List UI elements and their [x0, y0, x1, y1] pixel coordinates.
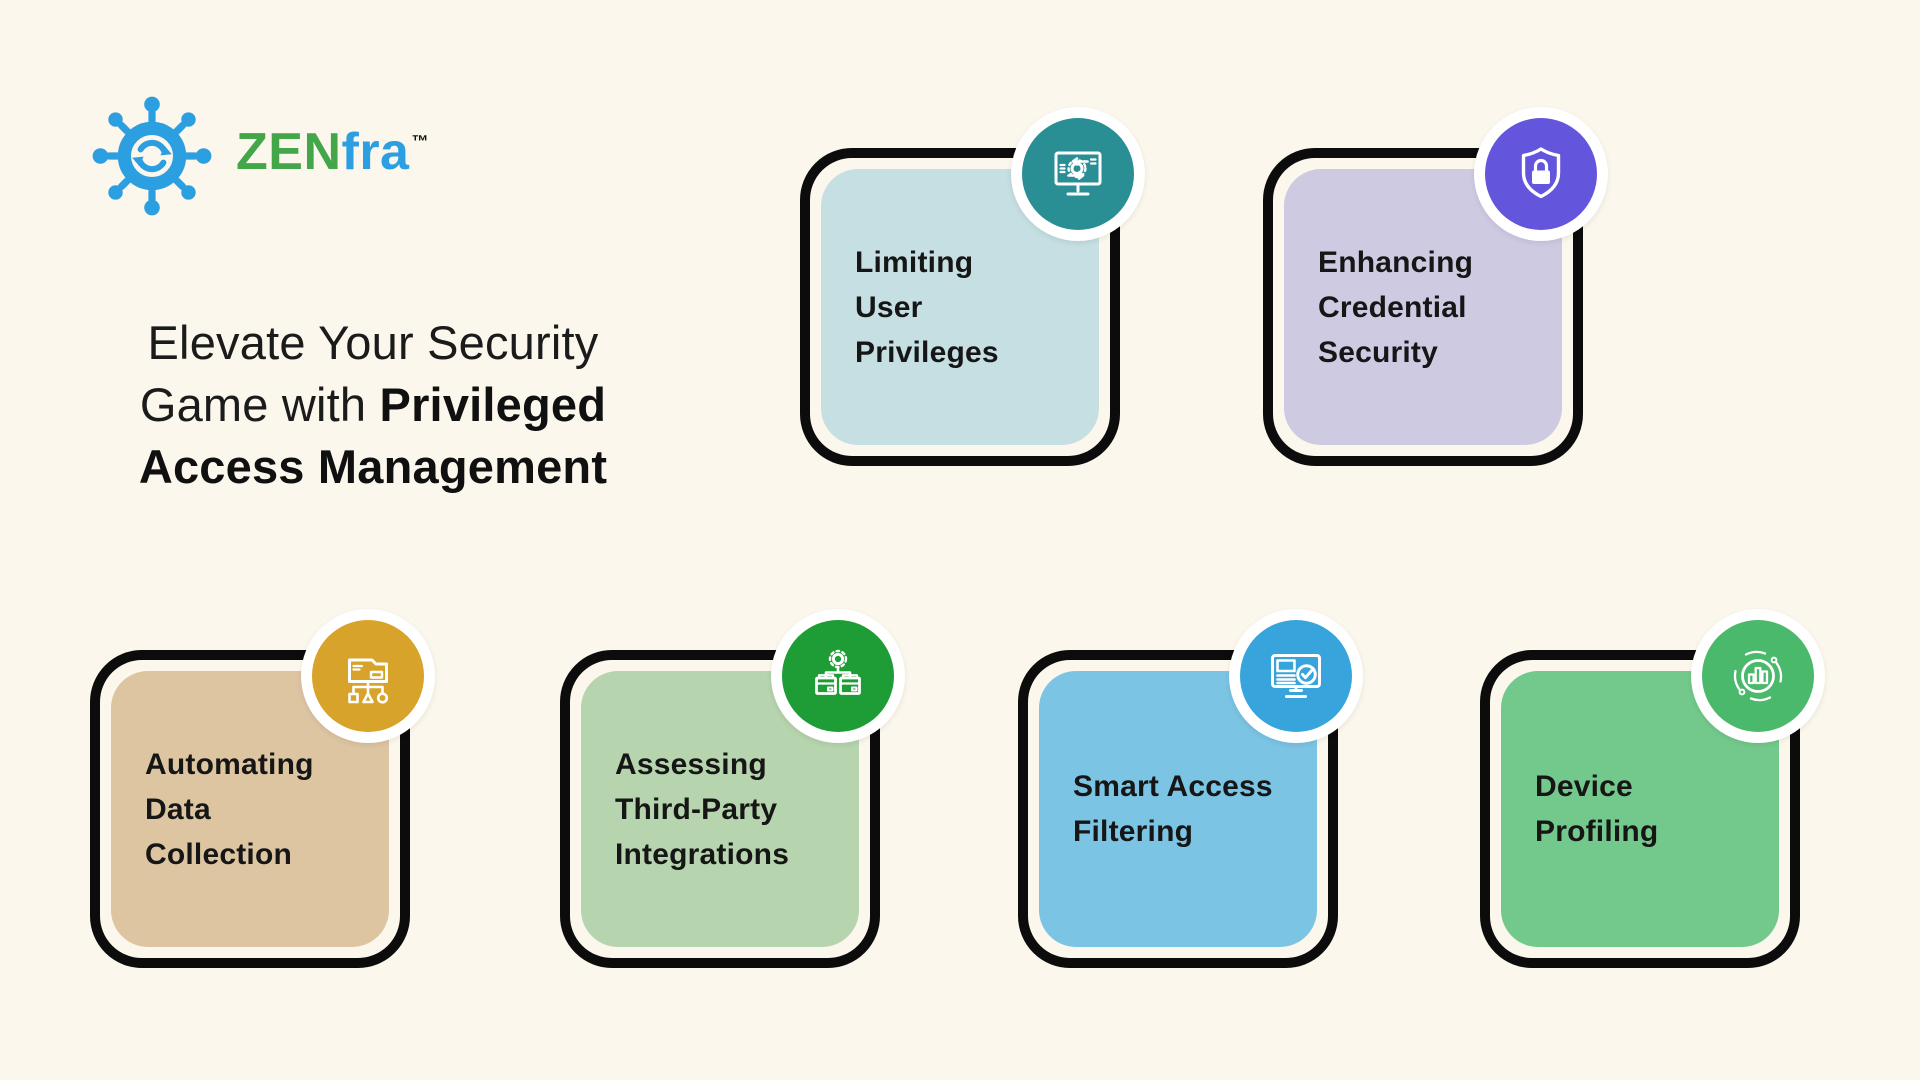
card-icon-badge: [301, 609, 435, 743]
gear-packages-icon: [815, 649, 861, 695]
zenfra-hub-icon: [92, 96, 212, 216]
trademark-symbol: ™: [411, 132, 429, 151]
card-device-profiling: Device Profiling: [1480, 609, 1825, 968]
card-icon-badge: [1691, 609, 1825, 743]
card-assessing-third-party-integrations: Assessing Third-Party Integrations: [560, 609, 905, 968]
page-title: Elevate Your Security Game with Privileg…: [28, 250, 718, 498]
card-title: Automating Data Collection: [145, 747, 314, 871]
card-title: Assessing Third-Party Integrations: [615, 747, 790, 871]
card-icon-badge: [771, 609, 905, 743]
card-automating-data-collection: Automating Data Collection: [90, 609, 435, 968]
shield-lock-icon: [1521, 147, 1561, 199]
card-title: Smart Access Filtering: [1073, 770, 1273, 848]
card-enhancing-credential-security: Enhancing Credential Security: [1263, 107, 1608, 466]
card-icon-circle: [1702, 620, 1814, 732]
headline-regular-text: Elevate Your Security Game with: [139, 316, 599, 431]
card-title: Enhancing Credential Security: [1318, 245, 1474, 369]
card-icon-circle: [1240, 620, 1352, 732]
card-title: Limiting User Privileges: [855, 245, 999, 369]
logo-fra-text: fra: [341, 123, 410, 181]
card-icon-circle: [1485, 118, 1597, 230]
card-icon-badge: [1011, 107, 1145, 241]
presentation-gear-icon: [1054, 151, 1102, 196]
bar-chart-orbit-icon: [1733, 650, 1783, 702]
folder-flowchart-icon: [348, 658, 389, 704]
card-title: Device Profiling: [1535, 770, 1659, 848]
headline-bold-text: Privileged Access Management: [138, 378, 608, 493]
monitor-check-icon: [1271, 654, 1321, 698]
logo-zen-text: ZEN: [236, 123, 342, 181]
card-icon-badge: [1474, 107, 1608, 241]
card-icon-circle: [1022, 118, 1134, 230]
card-icon-badge: [1229, 609, 1363, 743]
card-icon-circle: [782, 620, 894, 732]
card-icon-circle: [312, 620, 424, 732]
card-smart-access-filtering: Smart Access Filtering: [1018, 609, 1363, 968]
card-limiting-user-privileges: Limiting User Privileges: [800, 107, 1145, 466]
